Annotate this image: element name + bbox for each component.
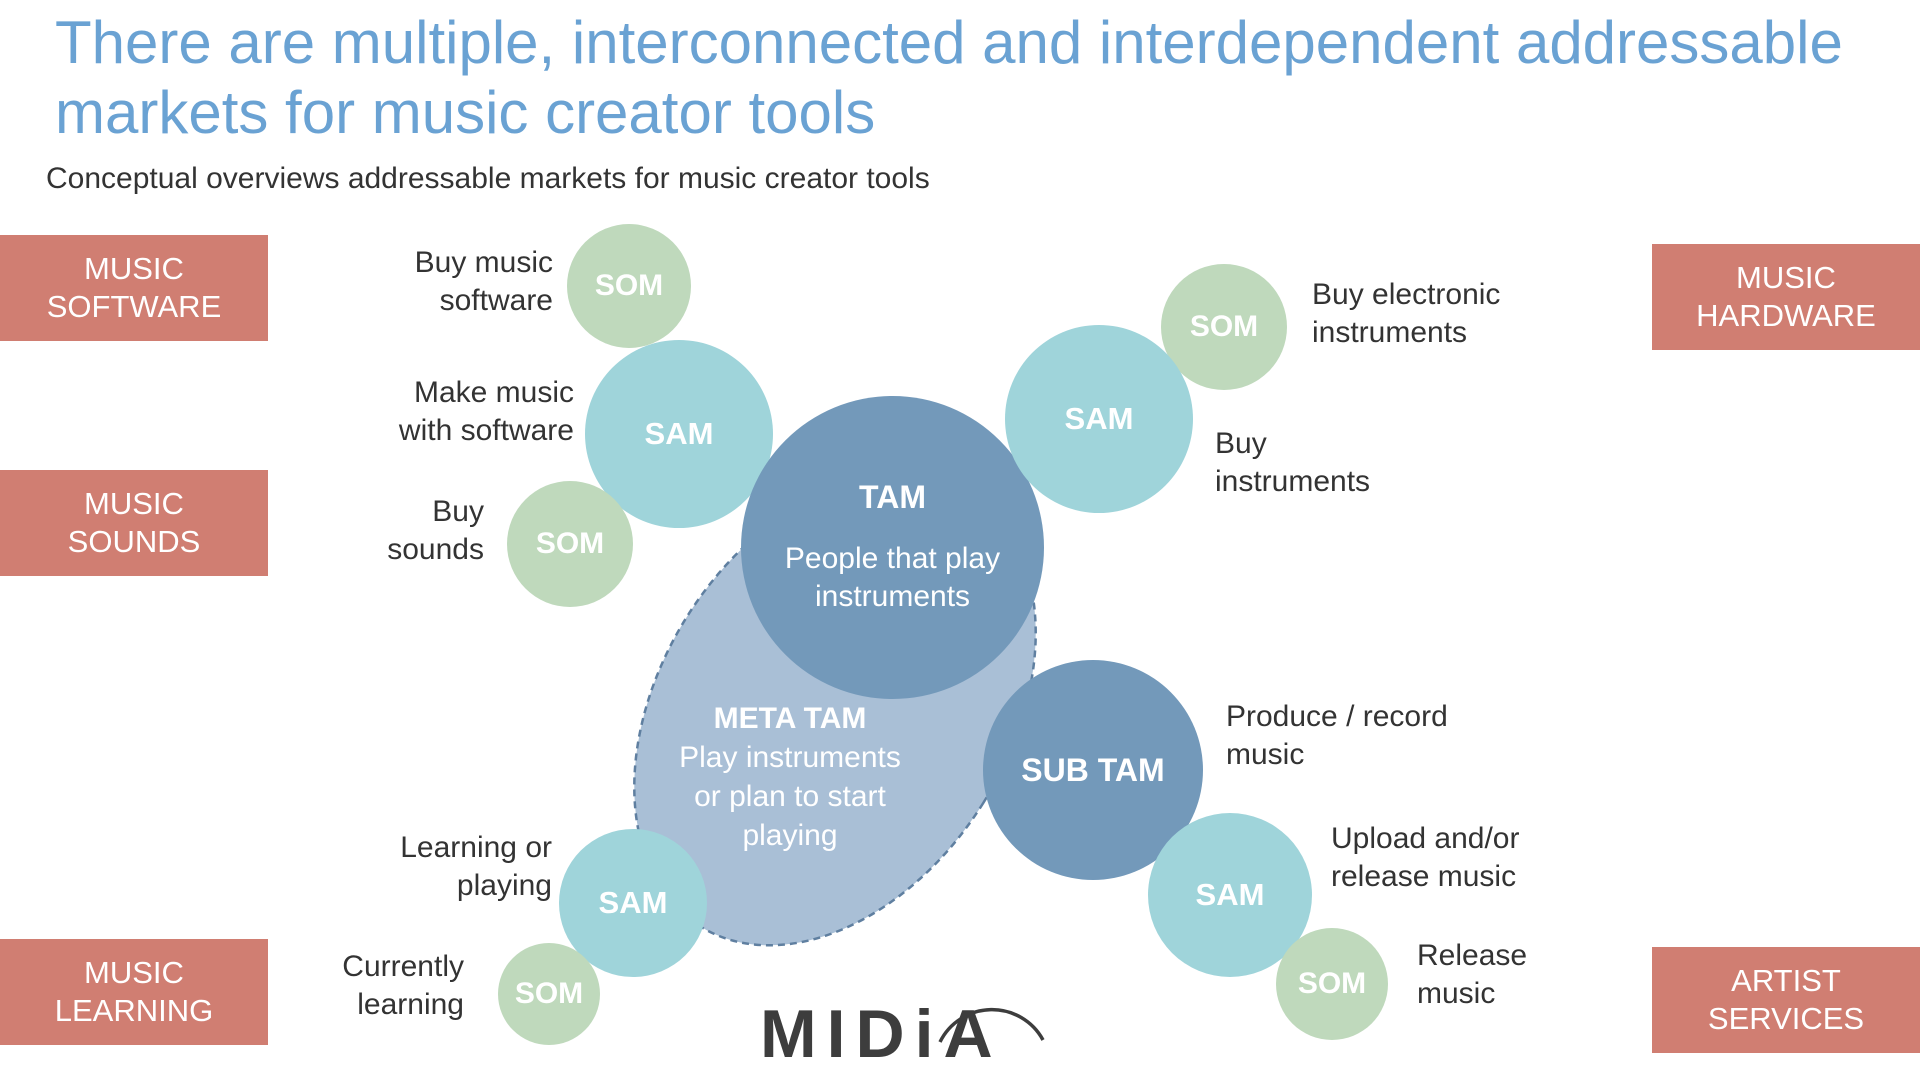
meta-tam-text: META TAM Play instruments or plan to sta… (640, 700, 940, 855)
category-music-learning: MUSIC LEARNING (0, 939, 268, 1045)
tam-description: People that play instruments (784, 542, 1001, 613)
label-upload-release-music: Upload and/or release music (1331, 822, 1520, 893)
label-buy-sounds: Buy sounds (387, 495, 484, 566)
sam-label: SAM (644, 416, 714, 451)
tam-heading: TAM (859, 479, 926, 515)
category-music-software: MUSIC SOFTWARE (0, 235, 268, 341)
sam-circle-make-music: SAM (585, 340, 773, 528)
sub-tam-label: SUB TAM (1021, 751, 1165, 788)
som-circle-buy-electronic: SOM (1161, 264, 1287, 390)
meta-tam-description: Play instruments or plan to start playin… (679, 741, 901, 852)
tam-circle: TAM People that play instruments (741, 396, 1044, 699)
som-label: SOM (594, 269, 664, 302)
label-release-music: Release music (1417, 939, 1528, 1010)
label-buy-music-software: Buy music software (414, 246, 553, 317)
logo-arc (938, 1007, 1045, 1043)
sam-label: SAM (1064, 401, 1134, 436)
slide-subtitle: Conceptual overviews addressable markets… (46, 162, 930, 195)
label-buy-instruments: Buy instruments (1215, 427, 1371, 498)
label-make-music-with-software: Make music with software (398, 376, 574, 447)
sam-circle-upload-release: SAM (1148, 813, 1312, 977)
label-currently-learning: Currently learning (342, 950, 464, 1021)
sam-circle-buy-instruments: SAM (1005, 325, 1193, 513)
som-circle-buy-software: SOM (567, 224, 691, 348)
sam-circle-learning: SAM (559, 829, 707, 977)
som-circle-buy-sounds: SOM (507, 481, 633, 607)
som-label: SOM (535, 527, 605, 560)
label-buy-electronic-instruments: Buy electronic instruments (1312, 278, 1501, 349)
sam-label: SAM (1195, 877, 1265, 912)
category-artist-services: ARTIST SERVICES (1652, 947, 1920, 1053)
som-label: SOM (1189, 310, 1259, 343)
label-produce-record-music: Produce / record music (1226, 700, 1448, 771)
label-learning-or-playing: Learning or playing (400, 831, 552, 902)
som-label: SOM (1297, 967, 1367, 1000)
midia-logo: MIDiA (760, 996, 1045, 1070)
logo-text: MIDiA (760, 996, 1003, 1070)
som-label: SOM (514, 977, 584, 1010)
category-music-hardware: MUSIC HARDWARE (1652, 244, 1920, 350)
som-circle-currently-learning: SOM (498, 943, 600, 1045)
slide-title: There are multiple, interconnected and i… (55, 9, 1843, 146)
category-music-sounds: MUSIC SOUNDS (0, 470, 268, 576)
sam-label: SAM (598, 885, 668, 920)
som-circle-release-music: SOM (1276, 928, 1388, 1040)
meta-tam-heading: META TAM (713, 702, 867, 735)
